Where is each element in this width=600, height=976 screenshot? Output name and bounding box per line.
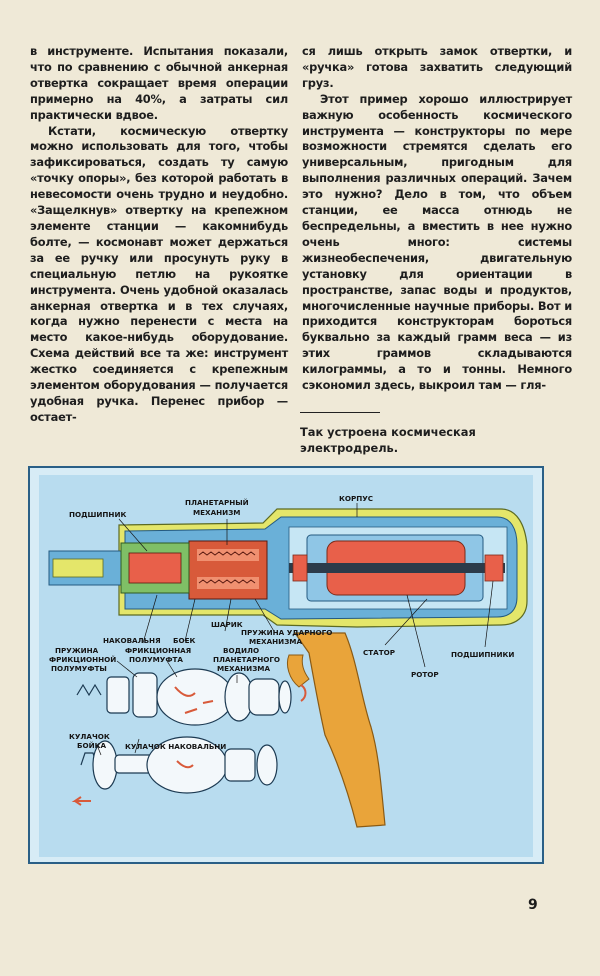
label-friction-spring-1: ПРУЖИНА <box>55 646 99 655</box>
label-impact-spring-2: МЕХАНИЗМА <box>249 637 302 646</box>
exploded-assembly-top <box>76 668 292 726</box>
rotor-shaft <box>289 563 505 573</box>
label-striker-cam-2: БОЙКА <box>77 741 106 750</box>
label-planetary-2: МЕХАНИЗМ <box>193 508 240 517</box>
label-stator: СТАТОР <box>363 648 395 657</box>
trigger <box>286 654 310 688</box>
label-impact-spring-1: ПРУЖИНА УДАРНОГО <box>241 628 332 637</box>
label-carrier-2: ПЛАНЕТАРНОГО <box>213 655 280 664</box>
label-planetary-1: ПЛАНЕТАРНЫЙ <box>185 498 249 507</box>
label-bearings-right: ПОДШИПНИКИ <box>451 650 514 659</box>
drill-handle <box>293 632 386 828</box>
paragraph: Кстати, космическую отвертку можно испол… <box>30 123 288 424</box>
drill-diagram: ПОДШИПНИК ПЛАНЕТАРНЫЙ МЕХАНИЗМ КОРПУС НА… <box>28 466 544 864</box>
label-striker: БОЕК <box>173 636 195 645</box>
left-text-column: в инструменте. Испытания показали, что п… <box>30 44 288 426</box>
paragraph: ся лишь открыть замок отвертки, и «ручка… <box>302 44 572 90</box>
label-ball: ШАРИК <box>211 620 243 629</box>
label-striker-cam-1: КУЛАЧОК <box>69 732 110 741</box>
paragraph: в инструменте. Испытания показали, что п… <box>30 44 288 122</box>
label-friction-half-1: ФРИКЦИОННАЯ <box>125 646 191 655</box>
label-rotor: РОТОР <box>411 670 439 679</box>
label-anvil: НАКОВАЛЬНЯ <box>103 636 161 645</box>
label-friction-spring-3: ПОЛУМУФТЫ <box>51 664 107 673</box>
paragraph: Этот пример хорошо иллюстрирует важную о… <box>302 91 572 393</box>
label-bearing-left: ПОДШИПНИК <box>69 510 126 519</box>
leader-lines <box>96 503 494 756</box>
label-housing: КОРПУС <box>339 494 373 503</box>
right-text-column: ся лишь открыть замок отвертки, и «ручка… <box>302 44 572 394</box>
exploded-assembly-bottom <box>80 736 278 794</box>
bearing-right-2 <box>292 554 308 582</box>
label-anvil-cam: КУЛАЧОК НАКОВАЛЬНИ <box>125 742 226 751</box>
label-friction-spring-2: ФРИКЦИОННОЙ <box>49 655 116 664</box>
label-carrier-1: ВОДИЛО <box>223 646 259 655</box>
caption-rule <box>300 412 380 413</box>
figure-caption: Так устроена космическая электродрель. <box>300 425 476 455</box>
label-carrier-3: МЕХАНИЗМА <box>217 664 270 673</box>
page-number: 9 <box>528 897 538 913</box>
bearing-right <box>484 554 504 582</box>
label-friction-half-2: ПОЛУМУФТА <box>129 655 183 664</box>
